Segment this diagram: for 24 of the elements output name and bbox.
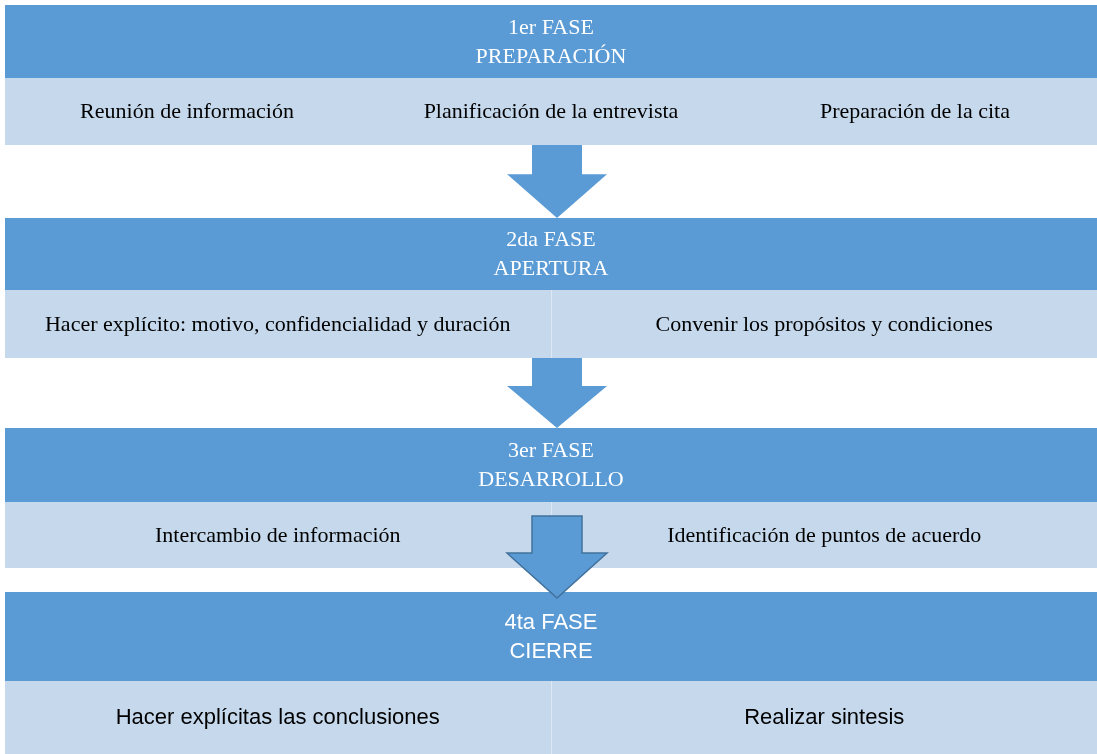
step-text: Planificación de la entrevista — [423, 98, 679, 125]
phase-title: 2da FASE — [506, 225, 596, 254]
phase-panel — [5, 218, 1097, 358]
block-arrow — [505, 515, 609, 599]
step-text: Hacer explícito: motivo, confidencialidad y duración — [45, 310, 511, 338]
step-text: Reunión de información — [80, 98, 294, 125]
phase-title: DESARROLLO — [478, 465, 624, 493]
phase-panel — [5, 5, 1097, 145]
step-text: Preparación de la cita — [820, 98, 1010, 125]
step-text: Intercambio de información — [154, 521, 401, 549]
step-text: Identificación de puntos de acuerdo — [667, 521, 982, 549]
phase-panel — [5, 428, 1097, 568]
phase-title: 4ta FASE — [504, 607, 598, 636]
phase-title: PREPARACIÓN — [475, 41, 627, 70]
phase-title: CIERRE — [509, 636, 593, 665]
phase-title: APERTURA — [493, 254, 609, 282]
phase-title: 1er FASE — [508, 12, 594, 41]
block-arrow — [507, 145, 607, 218]
step-text: Hacer explícitas las conclusiones — [115, 704, 440, 731]
block-arrow — [507, 358, 607, 428]
phase-panel — [5, 592, 1097, 754]
step-text: Convenir los propósitos y condiciones — [655, 310, 993, 338]
step-text: Realizar sintesis — [744, 704, 905, 731]
phase-title: 3er FASE — [508, 436, 594, 465]
